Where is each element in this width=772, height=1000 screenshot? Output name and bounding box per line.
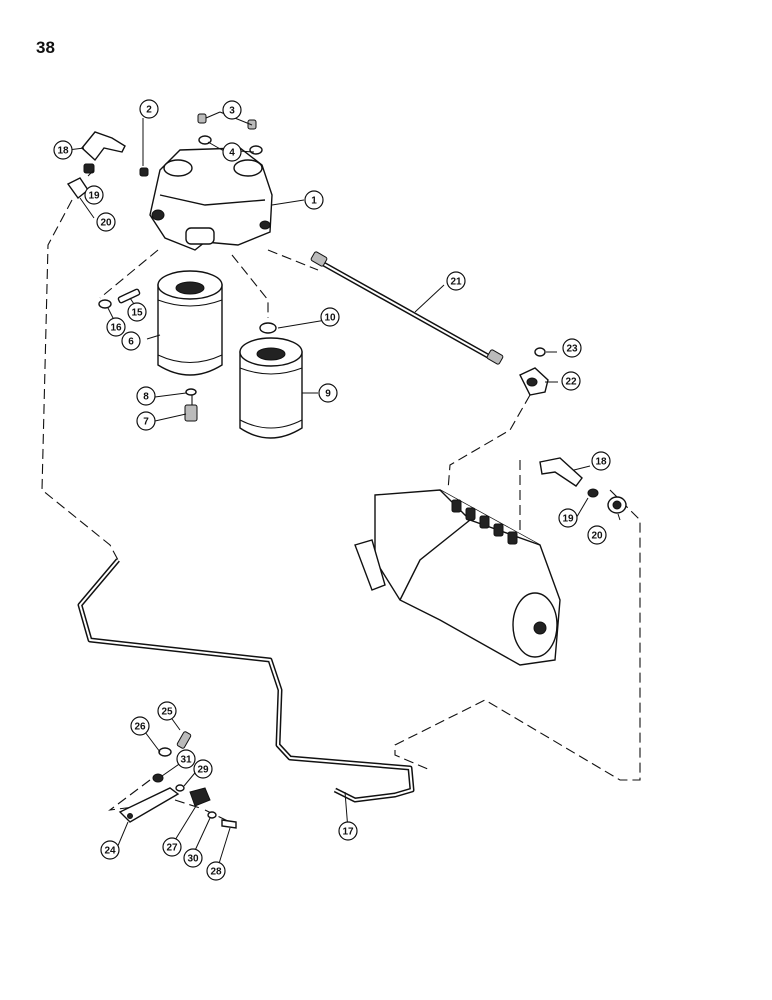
callout-10: 10 (320, 307, 340, 327)
svg-text:27: 27 (166, 843, 178, 854)
svg-text:29: 29 (197, 765, 209, 776)
svg-text:19: 19 (562, 514, 574, 525)
svg-text:25: 25 (161, 707, 173, 718)
svg-text:6: 6 (128, 337, 134, 348)
elbow-fitting-left (66, 131, 126, 200)
bracket-hardware (118, 731, 237, 829)
callout-27: 27 (162, 837, 182, 857)
svg-text:10: 10 (324, 313, 336, 324)
callout-17: 17 (338, 821, 358, 841)
fuel-filter-left (157, 270, 223, 376)
callout-24: 24 (100, 840, 120, 860)
svg-text:15: 15 (131, 308, 143, 319)
callout-8: 8 (136, 386, 156, 406)
svg-text:30: 30 (187, 854, 199, 865)
callout-20-right: 20 (587, 525, 607, 545)
callout-16: 16 (106, 317, 126, 337)
svg-text:1: 1 (311, 196, 317, 207)
leader-lines (67, 111, 621, 871)
callout-21: 21 (446, 271, 466, 291)
callout-18-right: 18 (591, 451, 611, 471)
callout-19-right: 19 (558, 508, 578, 528)
callout-28: 28 (206, 861, 226, 881)
callout-20-left: 20 (96, 212, 116, 232)
fuel-filter-right (239, 337, 303, 439)
svg-text:20: 20 (100, 218, 112, 229)
callout-19-left: 19 (84, 185, 104, 205)
svg-text:23: 23 (566, 344, 578, 355)
callout-7: 7 (136, 411, 156, 431)
page-number: 38 (36, 38, 55, 57)
svg-text:16: 16 (110, 323, 122, 334)
svg-text:4: 4 (229, 148, 235, 159)
banjo-fitting (519, 347, 549, 396)
filter-hardware (98, 113, 277, 422)
callout-30: 30 (183, 848, 203, 868)
callout-4: 4 (222, 142, 242, 162)
svg-text:28: 28 (210, 867, 222, 878)
fuel-line (310, 251, 504, 365)
injection-pump (354, 489, 561, 666)
svg-text:26: 26 (134, 722, 146, 733)
callout-9: 9 (318, 383, 338, 403)
elbow-fitting-right (539, 457, 627, 514)
svg-text:21: 21 (450, 277, 462, 288)
callout-25: 25 (157, 701, 177, 721)
callout-6: 6 (121, 331, 141, 351)
svg-text:31: 31 (180, 755, 192, 766)
svg-text:22: 22 (565, 377, 577, 388)
svg-text:24: 24 (104, 846, 116, 857)
callout-23: 23 (562, 338, 582, 358)
callout-3: 3 (222, 100, 242, 120)
callout-26: 26 (130, 716, 150, 736)
svg-text:20: 20 (591, 531, 603, 542)
svg-text:18: 18 (57, 146, 69, 157)
callout-22: 22 (561, 371, 581, 391)
svg-text:2: 2 (146, 105, 152, 116)
svg-text:19: 19 (88, 191, 100, 202)
fuel-filter-head (149, 147, 273, 251)
svg-text:8: 8 (143, 392, 149, 403)
svg-text:17: 17 (342, 827, 354, 838)
callout-31: 31 (176, 749, 196, 769)
svg-text:7: 7 (143, 417, 149, 428)
svg-text:18: 18 (595, 457, 607, 468)
callout-18-left: 18 (53, 140, 73, 160)
callout-1: 1 (304, 190, 324, 210)
svg-text:9: 9 (325, 389, 331, 400)
callout-2: 2 (139, 99, 159, 119)
callout-29: 29 (193, 759, 213, 779)
fuel-return-pipe (77, 558, 415, 803)
svg-text:3: 3 (229, 106, 235, 117)
callout-15: 15 (127, 302, 147, 322)
